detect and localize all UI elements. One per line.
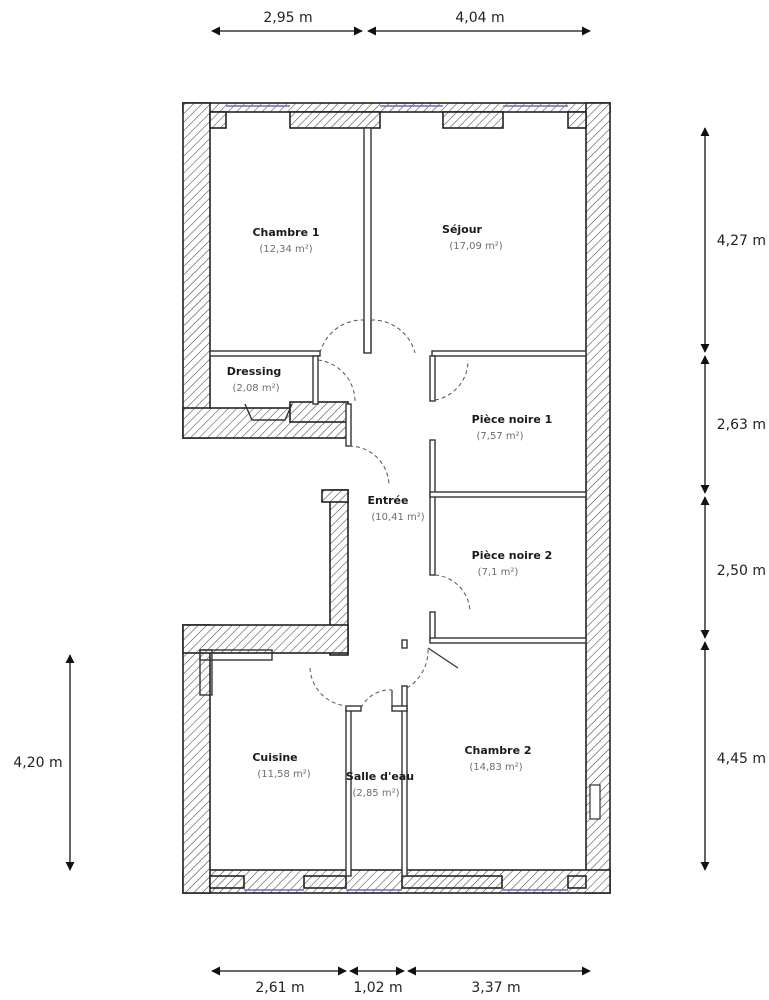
- wall-pillar-3: [209, 111, 227, 129]
- window-chambre2-side: [589, 784, 601, 820]
- wall-right: [585, 102, 611, 894]
- room-name-chambre1: Chambre 1: [252, 226, 319, 239]
- partition-ch1-sejour: [363, 127, 372, 354]
- room-name-dressing: Dressing: [227, 365, 282, 378]
- dressing-bay-outline: [244, 403, 293, 421]
- door-dressing-swing: [317, 359, 356, 404]
- dim-bottom-3: 3,37 m: [471, 980, 520, 996]
- room-name-cuisine: Cuisine: [252, 751, 297, 764]
- partition-ch1-bottom: [209, 350, 321, 357]
- wall-pillar-6: [401, 875, 503, 889]
- dim-top-1: 2,95 m: [263, 10, 312, 26]
- dim-left-1: 4,20 m: [13, 755, 62, 771]
- wall-pillar-4: [567, 111, 587, 129]
- wall-top: [182, 102, 611, 113]
- partition-pn1-pn2: [429, 491, 587, 498]
- exterior-walls: [182, 102, 611, 894]
- wall-left-upper: [182, 102, 211, 439]
- room-name-piece-noire-2: Pièce noire 2: [472, 549, 553, 562]
- dim-top-2: 4,04 m: [455, 10, 504, 26]
- wall-dressing-bay: [289, 401, 349, 423]
- partition-dressing-right: [312, 355, 319, 405]
- windows: [226, 105, 601, 891]
- room-area-chambre1: (12,34 m²): [259, 244, 312, 255]
- room-name-entree: Entrée: [368, 494, 409, 507]
- wall-pillar-8: [209, 875, 245, 889]
- dimensions-bottom: 2,61 m 1,02 m 3,37 m: [211, 966, 591, 996]
- room-name-salle-d-eau: Salle d'eau: [346, 770, 414, 783]
- room-area-salle-d-eau: (2,85 m²): [353, 788, 400, 799]
- wall-pillar-1: [289, 111, 381, 129]
- partition-ch2-entry: [401, 639, 408, 649]
- wall-pillar-5: [303, 875, 347, 889]
- room-area-chambre2: (14,83 m²): [469, 762, 522, 773]
- partition-sde-top-right: [391, 705, 408, 712]
- room-area-dressing: (2,08 m²): [233, 383, 280, 394]
- door-chambre2-swing: [406, 647, 429, 689]
- door-cuisine-swing: [309, 667, 349, 707]
- partition-pn1-left: [429, 355, 436, 402]
- partition-sejour-bottom: [431, 350, 587, 357]
- dim-right-1: 4,27 m: [717, 233, 766, 249]
- room-name-chambre2: Chambre 2: [464, 744, 531, 757]
- partition-sde-left: [345, 709, 352, 877]
- room-labels: Chambre 1 (12,34 m²) Séjour (17,09 m²) D…: [227, 223, 553, 799]
- room-area-cuisine: (11,58 m²): [257, 769, 310, 780]
- dimensions-left: 4,20 m: [13, 654, 75, 871]
- partition-pn2-ch2: [429, 637, 587, 644]
- door-entree-swing: [348, 445, 390, 487]
- room-area-entree: (10,41 m²): [371, 512, 424, 523]
- partition-pn2-left-low: [429, 611, 436, 641]
- room-name-sejour: Séjour: [442, 223, 483, 236]
- wall-notch-corner: [321, 489, 349, 503]
- door-chambre2-leaf: [427, 647, 459, 669]
- dim-right-4: 4,45 m: [717, 751, 766, 767]
- door-sejour-swing: [370, 319, 416, 354]
- partition-entree-left-upper: [345, 403, 352, 447]
- room-area-piece-noire-1: (7,57 m²): [477, 431, 524, 442]
- door-sde-swing: [360, 689, 393, 709]
- dim-bottom-2: 1,02 m: [353, 980, 402, 996]
- doors: [309, 319, 471, 709]
- door-chambre1-swing: [319, 319, 365, 354]
- wall-left-lower: [182, 624, 211, 894]
- room-area-sejour: (17,09 m²): [449, 241, 502, 252]
- dimensions-right: 4,27 m 2,63 m 2,50 m 4,45 m: [700, 127, 766, 871]
- kitchen-cabinet-side: [199, 649, 213, 696]
- door-pn2-swing: [434, 574, 471, 613]
- wall-pillar-2: [442, 111, 504, 129]
- dim-bottom-1: 2,61 m: [255, 980, 304, 996]
- wall-kitchen-top: [182, 624, 349, 654]
- partition-sde-top-left: [345, 705, 362, 712]
- room-area-piece-noire-2: (7,1 m²): [478, 567, 519, 578]
- partition-pn-left-mid: [429, 439, 436, 576]
- wall-pillar-7: [567, 875, 587, 889]
- interior-partitions: [199, 127, 587, 877]
- dimensions-top: 2,95 m 4,04 m: [211, 10, 591, 36]
- partition-ch2-left: [401, 685, 408, 877]
- door-pn1-swing: [434, 359, 469, 401]
- room-name-piece-noire-1: Pièce noire 1: [472, 413, 553, 426]
- dim-right-3: 2,50 m: [717, 563, 766, 579]
- dim-right-2: 2,63 m: [717, 417, 766, 433]
